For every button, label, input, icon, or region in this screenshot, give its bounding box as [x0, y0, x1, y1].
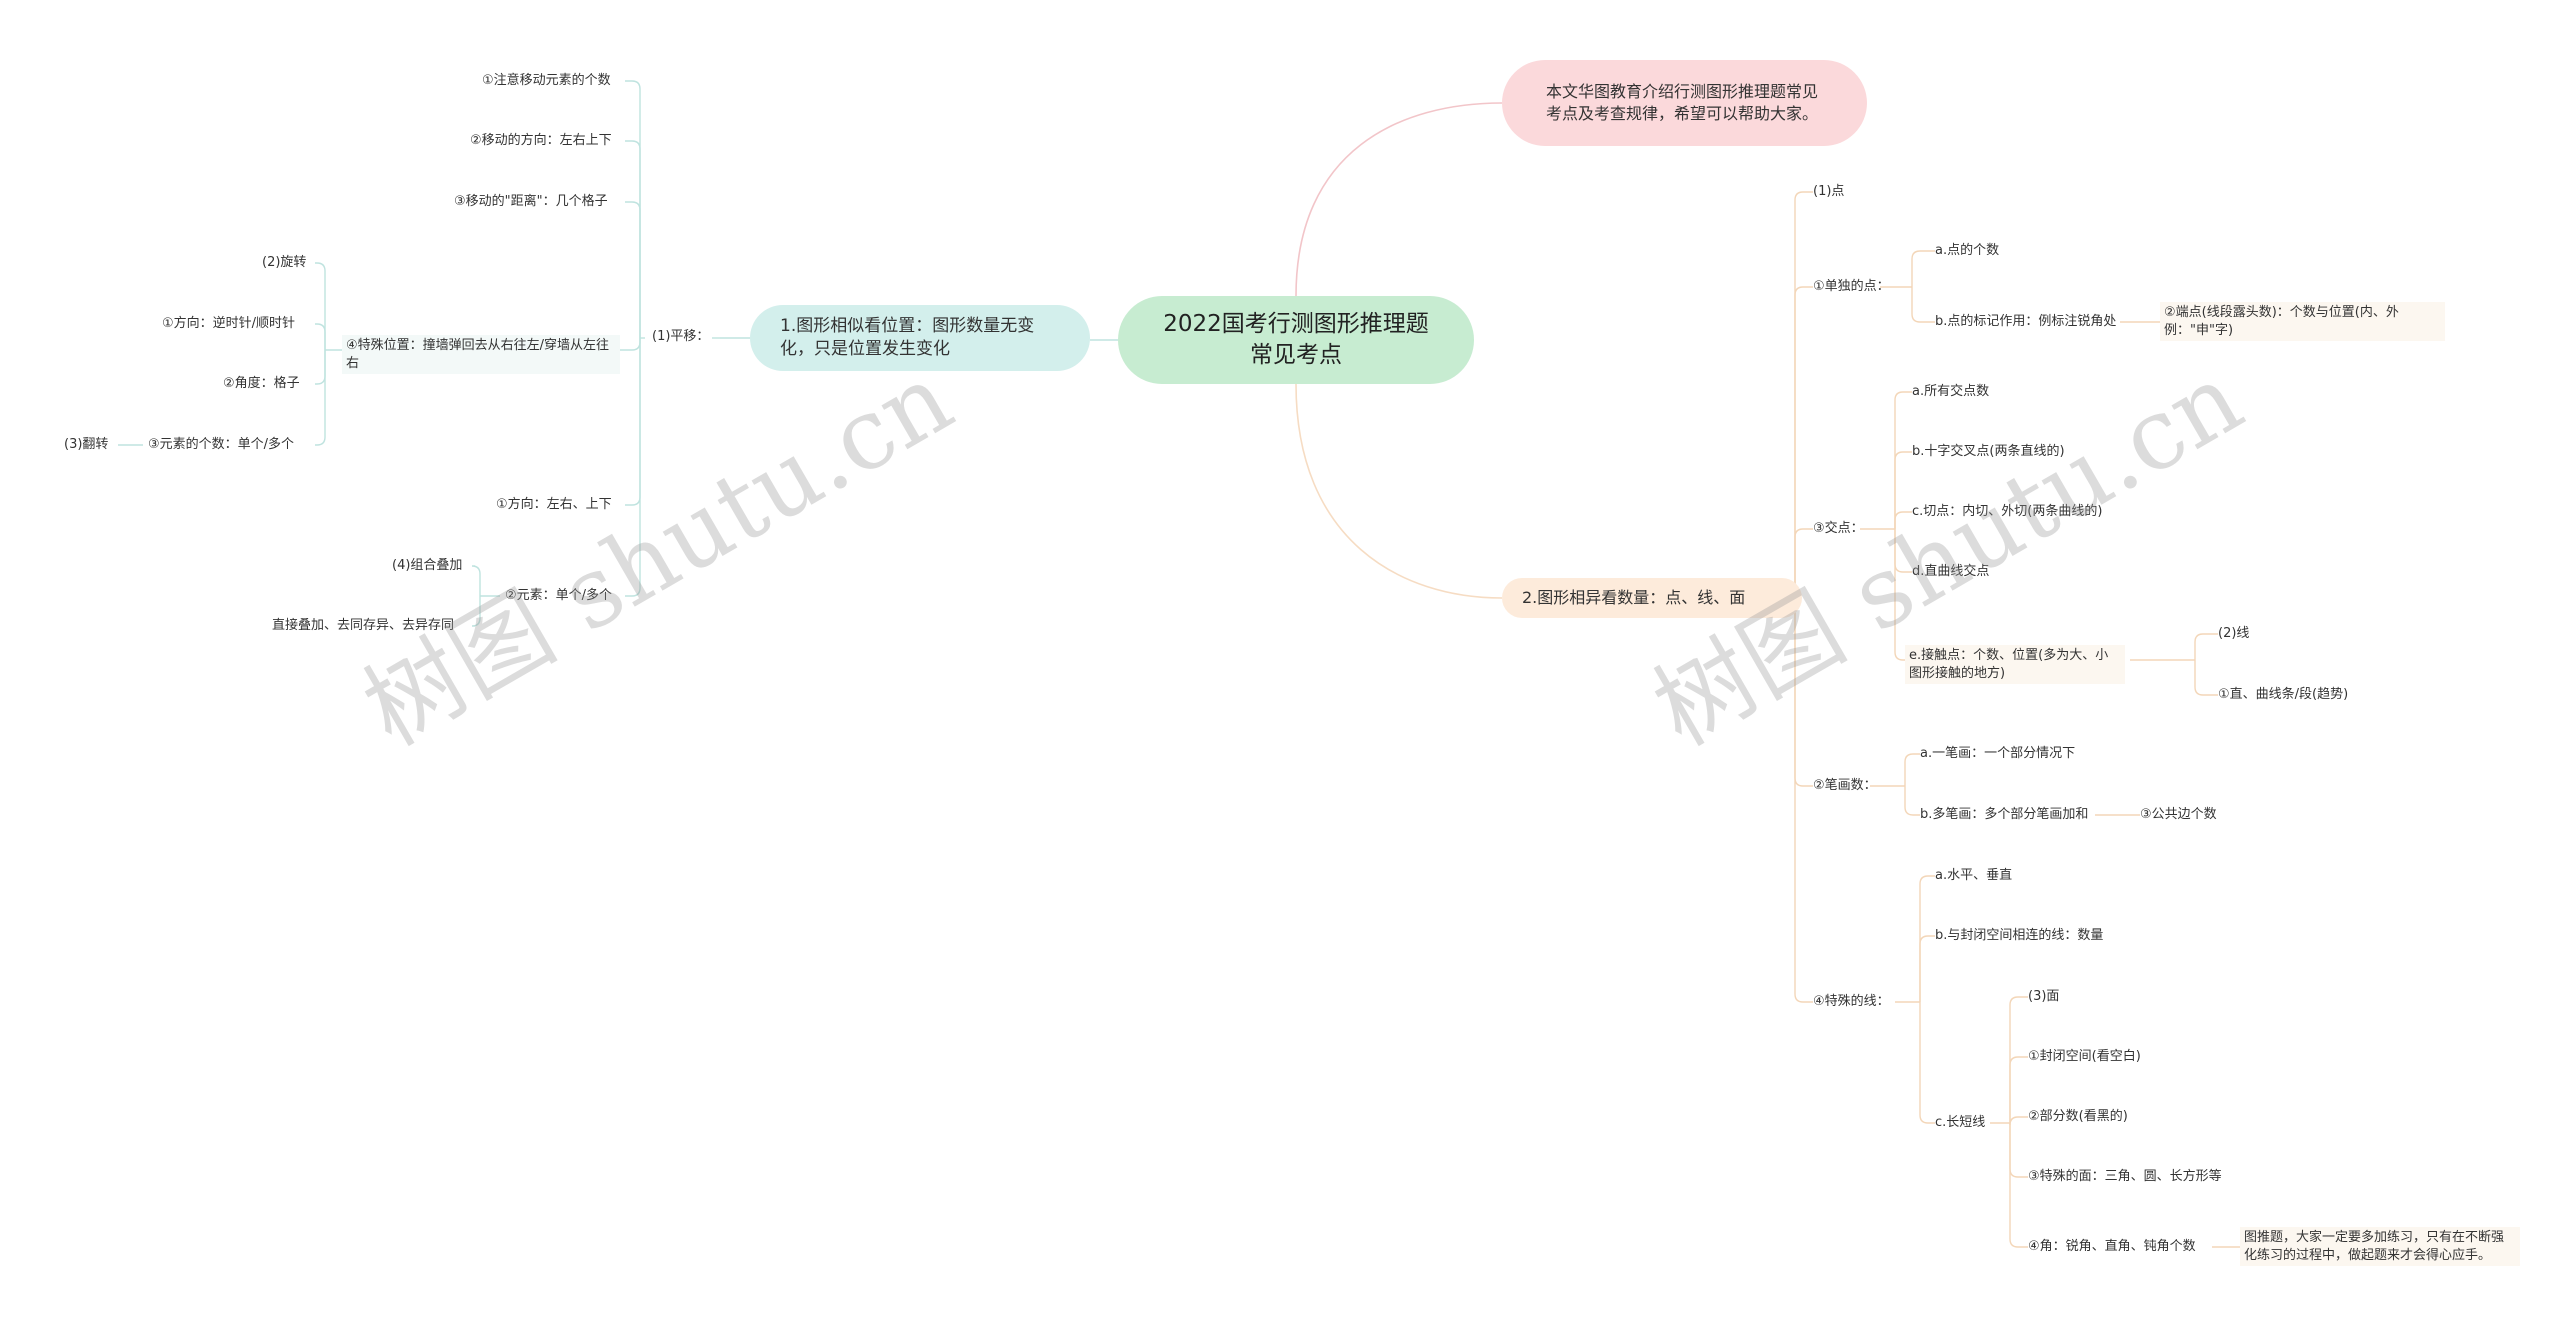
line-node[interactable]: (2)线 [2218, 626, 2250, 641]
rotation-2-node[interactable]: ②角度：格子 [223, 376, 300, 391]
branch1-node[interactable]: 1.图形相似看位置：图形数量无变化，只是位置发生变化 [750, 305, 1090, 371]
face-1-node[interactable]: ①封闭空间(看空白) [2028, 1049, 2141, 1064]
rotation-3-node[interactable]: ③元素的个数：单个/多个 [148, 437, 295, 452]
face-2-node[interactable]: ②部分数(看黑的) [2028, 1109, 2128, 1124]
rotation-1-node[interactable]: ①方向：逆时针/顺时针 [162, 316, 296, 331]
combo-detail-node[interactable]: 直接叠加、去同存异、去异存同 [272, 618, 455, 633]
translation-1-node[interactable]: ①注意移动元素的个数 [482, 73, 611, 88]
point-node[interactable]: (1)点 [1813, 184, 1845, 199]
single-b-node[interactable]: b.点的标记作用：例标注锐角处 [1935, 314, 2117, 329]
translation-5-node[interactable]: ①方向：左右、上下 [496, 497, 612, 512]
combo-node[interactable]: (4)组合叠加 [392, 558, 463, 573]
cross-e-node[interactable]: e.接触点：个数、位置(多为大、小图形接触的地方) [1905, 645, 2125, 685]
root-topic[interactable]: 2022国考行测图形推理题常见考点 [1118, 296, 1474, 384]
translation-3-node[interactable]: ③移动的"距离"：几个格子 [454, 194, 608, 209]
stroke-a-node[interactable]: a.一笔画：一个部分情况下 [1920, 746, 2076, 761]
face-3-node[interactable]: ③特殊的面：三角、圆、长方形等 [2028, 1169, 2222, 1184]
common-edge-node[interactable]: ③公共边个数 [2140, 807, 2217, 822]
endpoint-node[interactable]: ②端点(线段露头数)：个数与位置(内、外例："申"字) [2160, 302, 2445, 342]
branch2-node[interactable]: 2.图形相异看数量：点、线、面 [1502, 578, 1802, 618]
cross-point-node[interactable]: ③交点： [1813, 521, 1864, 536]
special-a-node[interactable]: a.水平、垂直 [1935, 868, 2013, 883]
cross-b-node[interactable]: b.十字交叉点(两条直线的) [1912, 444, 2065, 459]
cross-d-node[interactable]: d.直曲线交点 [1912, 564, 1990, 579]
translation-4-node[interactable]: ④特殊位置：撞墙弹回去从右往左/穿墙从左往右 [342, 335, 620, 375]
stroke-b-node[interactable]: b.多笔画：多个部分笔画加和 [1920, 807, 2089, 822]
translation-node[interactable]: (1)平移： [652, 329, 710, 344]
cross-c-node[interactable]: c.切点：内切、外切(两条曲线的) [1912, 504, 2103, 519]
special-c-node[interactable]: c.长短线 [1935, 1115, 1986, 1130]
stroke-node[interactable]: ②笔画数： [1813, 778, 1877, 793]
flip-node[interactable]: (3)翻转 [64, 437, 109, 452]
face-4-node[interactable]: ④角：锐角、直角、钝角个数 [2028, 1239, 2196, 1254]
cross-a-node[interactable]: a.所有交点数 [1912, 384, 1990, 399]
translation-2-node[interactable]: ②移动的方向：左右上下 [470, 133, 612, 148]
face-node[interactable]: (3)面 [2028, 989, 2060, 1004]
intro-node[interactable]: 本文华图教育介绍行测图形推理题常见考点及考查规律，希望可以帮助大家。 [1502, 60, 1867, 146]
tip-node[interactable]: 图推题，大家一定要多加练习，只有在不断强化练习的过程中，做起题来才会得心应手。 [2240, 1227, 2520, 1267]
line-1-node[interactable]: ①直、曲线条/段(趋势) [2218, 687, 2349, 702]
single-a-node[interactable]: a.点的个数 [1935, 243, 2000, 258]
translation-6-node[interactable]: ②元素：单个/多个 [505, 588, 613, 603]
single-point-node[interactable]: ①单独的点： [1813, 279, 1890, 294]
rotation-node[interactable]: (2)旋转 [262, 255, 307, 270]
special-b-node[interactable]: b.与封闭空间相连的线：数量 [1935, 928, 2104, 943]
special-line-node[interactable]: ④特殊的线： [1813, 994, 1890, 1009]
